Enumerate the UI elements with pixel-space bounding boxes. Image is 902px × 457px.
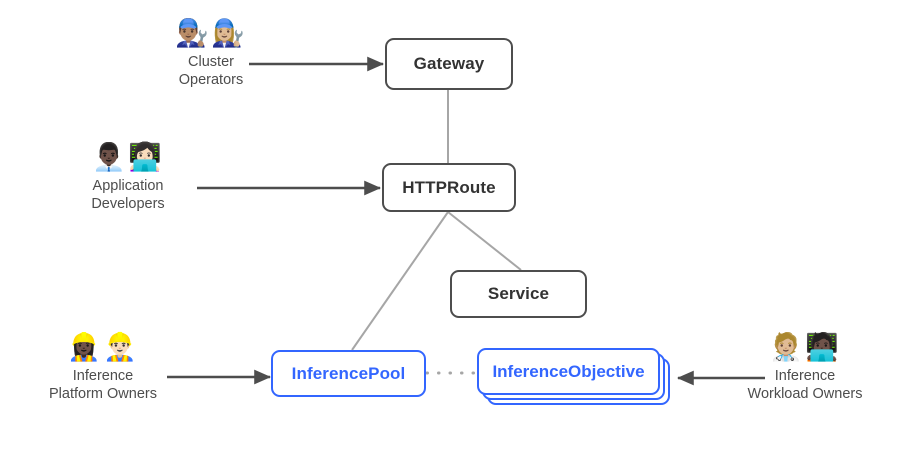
node-inferencepool[interactable]: InferencePool — [271, 350, 426, 397]
inference-platform-owners-label-line2: Platform Owners — [49, 386, 157, 402]
inference-platform-owners-label-line1: Inference — [72, 368, 134, 384]
application-developers-label-line1: Application — [92, 178, 164, 194]
node-inferencepool-label: InferencePool — [291, 363, 406, 383]
node-gateway[interactable]: Gateway — [385, 38, 513, 90]
persona-cluster-operators: 👨🏽‍🔧👩🏼‍🔧 Cluster Operators — [116, 18, 306, 89]
inference-workload-owners-label-line1: Inference — [774, 368, 836, 384]
cluster-operators-label-line2: Operators — [178, 72, 244, 88]
application-developers-icon: 👨🏿‍💼👩🏻‍💻 — [92, 142, 164, 173]
edge-httproute-to-service — [447, 211, 522, 271]
cluster-operators-icon: 👨🏽‍🔧👩🏼‍🔧 — [175, 18, 247, 49]
application-developers-label-line2: Developers — [91, 196, 165, 212]
persona-inference-platform-owners: 👷🏿‍♀️👷🏻‍♂️ Inference Platform Owners — [8, 332, 198, 403]
node-httproute-label: HTTPRoute — [402, 177, 496, 197]
cluster-operators-label-line1: Cluster — [188, 54, 234, 70]
inference-platform-owners-icon: 👷🏿‍♀️👷🏻‍♂️ — [67, 332, 139, 363]
inference-workload-owners-label-line2: Workload Owners — [747, 386, 863, 402]
persona-inference-workload-owners: 🧑🏼‍⚕️🧑🏿‍💻 Inference Workload Owners — [710, 332, 900, 403]
node-service[interactable]: Service — [450, 270, 587, 318]
node-httproute[interactable]: HTTPRoute — [382, 163, 516, 212]
node-inferenceobjective-label: InferenceObjective — [492, 361, 645, 381]
persona-application-developers: 👨🏿‍💼👩🏻‍💻 Application Developers — [33, 142, 223, 213]
node-inferenceobjective[interactable]: InferenceObjective — [477, 348, 670, 406]
edge-httproute-to-inferencepool — [351, 211, 449, 351]
inference-workload-owners-icon: 🧑🏼‍⚕️🧑🏿‍💻 — [769, 332, 841, 363]
node-service-label: Service — [487, 284, 550, 303]
node-gateway-label: Gateway — [413, 54, 485, 73]
